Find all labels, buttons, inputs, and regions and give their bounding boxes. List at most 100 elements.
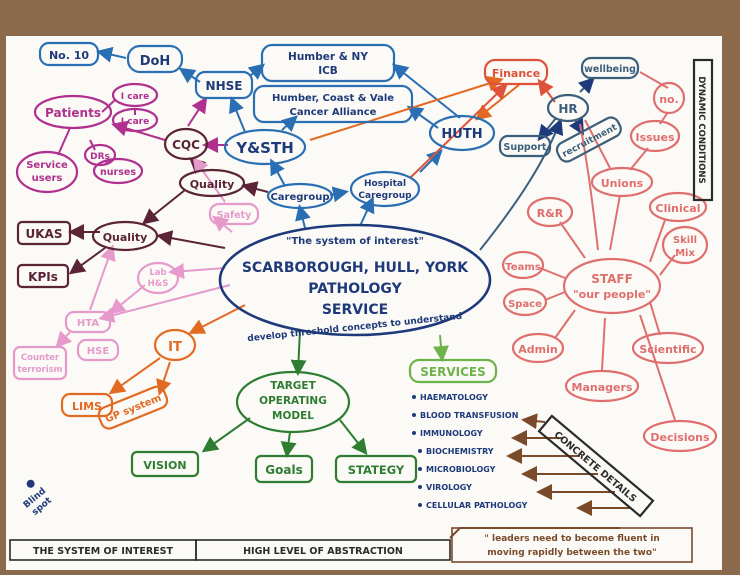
- arrow-hr-to-wellbeing: [577, 77, 595, 95]
- huth-label: HUTH: [441, 127, 482, 142]
- tom-line-3: MODEL: [272, 410, 314, 422]
- hse-label: HSE: [87, 346, 110, 357]
- arrow-center-to-caregroup: [295, 204, 311, 229]
- nurses-label: nurses: [100, 167, 136, 178]
- icare2-label: I care: [121, 117, 149, 127]
- staff-line-1: STAFF: [591, 272, 633, 286]
- arrow-finance-to-huth: [474, 83, 521, 121]
- dynamic-conditions-banner: DYNAMIC CONDITIONS: [692, 58, 714, 202]
- quality-upper-label: Quality: [190, 178, 235, 191]
- concrete-details-banner: CONCRETE DETAILS: [537, 414, 655, 518]
- service-users-line-2: users: [32, 173, 63, 184]
- center-top-label: "The system of interest": [286, 236, 424, 247]
- counter-line-2: terrorism: [17, 365, 62, 375]
- node-rr: R&R: [526, 196, 574, 228]
- node-clinical: Clinical: [648, 191, 708, 223]
- finance-label: Finance: [492, 67, 540, 80]
- node-hr: HR: [546, 93, 590, 123]
- node-issues: Issues: [629, 119, 681, 153]
- arrow-tom-to-strategy: [339, 419, 368, 456]
- counter-line-1: Counter: [21, 353, 60, 363]
- arrow-huth-to-icb: [391, 63, 461, 119]
- doh-label: DoH: [140, 54, 171, 69]
- service-bullet: [418, 449, 422, 453]
- managers-label: Managers: [572, 381, 633, 394]
- node-patients: Patients: [33, 94, 113, 130]
- arrow-it-to-gp: [156, 361, 172, 396]
- node-quality-left: Quality: [91, 220, 159, 252]
- hospital-line-1: Hospital: [364, 179, 406, 189]
- hospital-line-2: Caregroup: [358, 191, 412, 201]
- scientific-label: Scientific: [639, 343, 696, 356]
- nodes: No. 10 DoH NHSE Humber & NY ICB Humber, …: [9, 41, 718, 563]
- node-kpis: KPIs: [16, 263, 70, 289]
- arrow-hta-to-quality: [89, 244, 116, 311]
- icare-label: I care: [121, 92, 149, 102]
- arrow-cqc-to-nhse: [187, 96, 208, 127]
- node-icare: I care: [111, 82, 159, 108]
- footer-left: THE SYSTEM OF INTEREST: [33, 546, 173, 557]
- icb-line-1: Humber & NY: [288, 51, 368, 63]
- line-unions-to-issues: [629, 147, 649, 171]
- admin-label: Admin: [518, 343, 557, 356]
- arrow-hospital-to-huth: [419, 149, 443, 173]
- safety-label: Safety: [217, 210, 252, 221]
- line-wellbeing-to-no: [639, 71, 669, 89]
- arrow-cqc-to-patients: [111, 120, 166, 141]
- arrow-tom-to-vision: [201, 417, 251, 453]
- drs-label: DRs: [90, 152, 110, 162]
- service-bullet: [418, 467, 422, 471]
- node-decisions: Decisions: [642, 419, 718, 453]
- ysth-label: Y&STH: [235, 139, 294, 157]
- wellbeing-label: wellbeing: [584, 64, 636, 75]
- skillmix-line-2: Mix: [675, 248, 695, 259]
- tom-line-1: TARGET: [270, 380, 316, 392]
- service-bullet: [412, 413, 416, 417]
- clinical-label: Clinical: [656, 202, 701, 215]
- line-staff-to-space: [544, 291, 566, 301]
- node-skillmix: Skill Mix: [661, 225, 709, 265]
- arrow-center-to-hse: [98, 284, 231, 323]
- arrow-ysth-to-finance: [309, 75, 504, 141]
- line-center-to-hr: [479, 118, 564, 251]
- no10-label: No. 10: [49, 49, 89, 62]
- node-support: Support: [498, 134, 552, 158]
- line-staff-to-unions: [609, 194, 621, 251]
- teams-label: Teams: [505, 262, 540, 273]
- arrow-quality-upper-to-quality-left: [141, 189, 186, 225]
- footer-right-line-1: " leaders need to become fluent in: [484, 534, 660, 544]
- cqc-label: CQC: [172, 138, 200, 152]
- center-title-line-1: SCARBOROUGH, HULL, YORK: [242, 260, 469, 276]
- node-scientific: Scientific: [631, 331, 705, 365]
- center-node: "The system of interest" SCARBOROUGH, HU…: [218, 223, 492, 344]
- hta-label: HTA: [77, 318, 99, 329]
- footer-middle: HIGH LEVEL OF ABSTRACTION: [243, 546, 403, 557]
- line-staff-to-managers: [601, 317, 606, 371]
- dynamic-conditions-label: DYNAMIC CONDITIONS: [696, 76, 706, 183]
- nhse-label: NHSE: [206, 79, 243, 93]
- arrow-ysth-to-alliance: [280, 115, 298, 133]
- node-quality-upper: Quality: [178, 168, 246, 198]
- node-ukas: UKAS: [16, 220, 72, 246]
- node-strategy: STATEGY: [334, 454, 418, 484]
- service-bullet: [418, 503, 422, 507]
- arrow-ysth-to-nhse: [229, 96, 246, 133]
- node-counter-terrorism: Counter terrorism: [12, 345, 68, 381]
- node-no: no.: [652, 81, 686, 115]
- strategy-label: STATEGY: [348, 463, 405, 477]
- arrow-center-to-services: [432, 334, 449, 362]
- arrow-quality-left-to-kpis: [68, 247, 106, 275]
- arrow-concrete-1: [521, 413, 546, 430]
- service-bullet: [412, 395, 416, 399]
- line-staff-to-skillmix: [659, 254, 676, 276]
- alliance-line-2: Cancer Alliance: [290, 107, 377, 118]
- node-icare2: I care: [111, 107, 159, 133]
- line-patients-to-drs: [89, 139, 96, 151]
- footer-right-line-2: moving rapidly between the two": [487, 548, 656, 558]
- arrow-hse-to-counter: [55, 330, 73, 348]
- node-staff: STAFF "our people": [562, 257, 662, 315]
- node-caregroup: Caregroup: [266, 182, 334, 210]
- lims-label: LIMS: [72, 400, 102, 413]
- service-item: CELLULAR PATHOLOGY: [426, 501, 528, 510]
